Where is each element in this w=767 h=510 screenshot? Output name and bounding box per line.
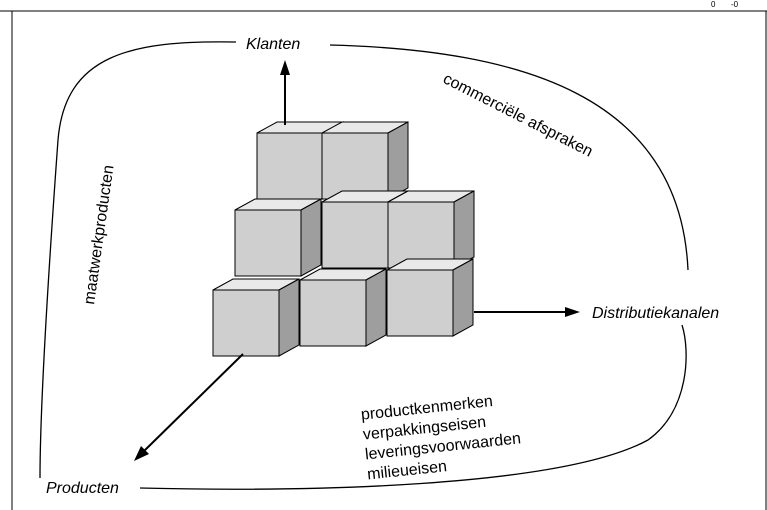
cube-top-left-front-face <box>256 132 324 200</box>
cube-mid-right-side-face <box>453 190 475 269</box>
cube-bottom-left <box>212 278 300 357</box>
cube-bottom-right-side-face <box>452 258 474 337</box>
cube-bottom-right <box>386 258 474 337</box>
cube-bottom-right-front-face <box>386 269 454 337</box>
loop-curve <box>39 41 237 479</box>
cube-mid-left-side-face <box>300 198 322 277</box>
corner-mark-1: 0 <box>711 0 716 9</box>
cube-top-right <box>321 121 409 200</box>
cube-bottom-left-front-face <box>212 289 280 357</box>
cube-bottom-center-side-face <box>365 268 387 347</box>
cube-mid-center-front-face <box>321 201 389 269</box>
cube-bottom-center-front-face <box>299 279 367 347</box>
label-producten: Producten <box>46 480 119 497</box>
cube-mid-left <box>234 198 322 277</box>
up-arrow-head <box>280 60 290 75</box>
cube-mid-left-front-face <box>234 209 302 277</box>
cube-bottom-left-side-face <box>278 278 300 357</box>
label-distributiekanalen: Distributiekanalen <box>592 305 719 322</box>
requirements-list: productkenmerken verpakkingseisen leveri… <box>360 393 522 483</box>
right-arrow-head <box>565 307 580 317</box>
diagonal-arrow-head <box>134 446 149 461</box>
corner-mark-2: -0 <box>731 0 739 9</box>
cube-bottom-center <box>299 268 387 347</box>
loop-curve-top-right <box>329 44 689 271</box>
diagonal-arrow-line <box>142 353 244 453</box>
cube-mid-right <box>387 190 475 269</box>
cube-mid-right-front-face <box>387 201 455 269</box>
label-maatwerkproducten: maatwerkproducten <box>81 164 117 306</box>
label-klanten: Klanten <box>246 36 300 53</box>
axis-arrows <box>134 60 580 461</box>
cube-top-right-front-face <box>321 132 389 200</box>
label-commerciele-afspraken: commerciële afspraken <box>440 70 595 160</box>
cube-top-right-side-face <box>387 121 409 200</box>
cube-stack <box>212 121 475 357</box>
loop-curve-bottom <box>139 324 687 490</box>
